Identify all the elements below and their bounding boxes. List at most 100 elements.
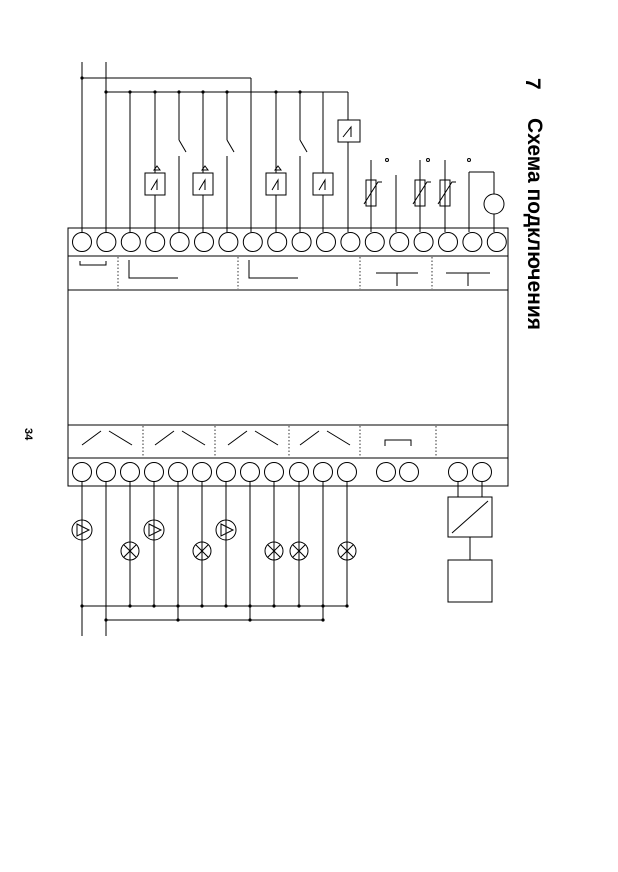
pump-symbol [143, 519, 165, 541]
terminal-screw [448, 462, 468, 482]
terminal-screw [337, 462, 357, 482]
lamp-cross [267, 544, 281, 558]
lamp-symbol [120, 541, 140, 561]
coil-indicator [201, 165, 209, 171]
lamp-cross [340, 544, 354, 558]
terminal-screw [472, 462, 492, 482]
output-contact-symbol [227, 430, 279, 446]
terminal-screw [364, 232, 385, 252]
terminal-screw [399, 462, 419, 482]
sensor-mark [412, 181, 431, 205]
sensor-mark [437, 181, 456, 205]
input-switch [299, 139, 308, 153]
junction-dot [153, 90, 157, 94]
terminal-screw [240, 462, 260, 482]
coil-contact-mark [150, 178, 158, 191]
lamp-cross [292, 544, 306, 558]
terminal-screw [316, 232, 336, 252]
output-contact-symbol [154, 430, 206, 446]
pressure-switch-mark [342, 125, 352, 138]
terminal-screw [313, 462, 333, 482]
output-contact-symbol [299, 430, 351, 446]
junction-dot [80, 76, 84, 80]
top-sensor-symbol [446, 272, 490, 286]
terminal-screw [96, 462, 116, 482]
sensor-mark [363, 181, 382, 205]
junction-dot [274, 90, 278, 94]
lamp-symbol [337, 541, 357, 561]
bottom-terminal-strip [72, 462, 492, 482]
input-switch [178, 139, 187, 153]
external-devices [447, 482, 493, 603]
converter-diagonal [451, 500, 489, 534]
junction-dot [345, 604, 349, 608]
pressure-switch [337, 119, 361, 143]
junction-dot [298, 90, 302, 94]
output-contact-symbol [81, 430, 133, 446]
junction-dot [225, 90, 229, 94]
terminal-screw [413, 232, 434, 252]
terminal-screw [264, 462, 284, 482]
terminal-screw [192, 462, 212, 482]
top-sensor-symbol [376, 272, 418, 286]
junction-dot [272, 604, 276, 608]
housing-outline [67, 227, 509, 487]
terminal-screw [289, 462, 309, 482]
terminal-screw [96, 232, 117, 252]
terminal-screw [72, 462, 92, 482]
terminal-screw [486, 232, 507, 252]
terminal-screw [438, 232, 458, 252]
terminal-screw [144, 462, 164, 482]
terminal-screw [216, 462, 236, 482]
terminal-screw [120, 462, 140, 482]
sensor-tag [467, 158, 471, 162]
top-input-wiring [80, 62, 505, 232]
coil-contact-mark [198, 178, 206, 191]
coil-indicator [153, 165, 161, 171]
lamp-symbol [264, 541, 284, 561]
bottom-common-symbol [384, 439, 412, 446]
terminal-screw [462, 232, 483, 252]
bottom-output-wiring [71, 482, 357, 636]
external-device [447, 559, 493, 603]
terminal-screw [194, 232, 214, 252]
junction-dot [248, 618, 252, 622]
terminal-screw [168, 462, 188, 482]
junction-dot [297, 604, 301, 608]
junction-dot [104, 90, 108, 94]
pump-arrow [148, 523, 163, 537]
flow-sensor [483, 193, 505, 215]
sensor-tag [426, 158, 430, 162]
temperature-sensor [365, 179, 377, 207]
terminal-screw [72, 232, 92, 252]
terminal-screw [267, 232, 288, 252]
junction-dot [152, 604, 156, 608]
terminal-screw [340, 232, 361, 252]
junction-dot [177, 90, 181, 94]
junction-dot [321, 618, 325, 622]
temperature-sensor [439, 179, 451, 207]
junction-dot [176, 618, 180, 622]
coil-contact-mark [271, 178, 279, 191]
coil-indicator [274, 165, 282, 171]
lamp-cross [195, 544, 209, 558]
junction-dot [80, 604, 84, 608]
terminal-screw [291, 232, 312, 252]
terminal-screw [120, 232, 141, 252]
top-group-symbol [128, 260, 178, 279]
top-common-symbol [79, 261, 107, 266]
terminal-screw [376, 462, 396, 482]
terminal-screw [242, 232, 263, 252]
pump-arrow [220, 523, 235, 537]
pump-symbol [215, 519, 237, 541]
input-switch [226, 139, 235, 153]
temperature-sensor [414, 179, 426, 207]
top-terminal-strip [72, 232, 507, 252]
terminal-screw [145, 232, 166, 252]
sensor-tag [385, 158, 389, 162]
lamp-symbol [192, 541, 212, 561]
junction-dot [224, 604, 228, 608]
terminal-screw [218, 232, 239, 252]
